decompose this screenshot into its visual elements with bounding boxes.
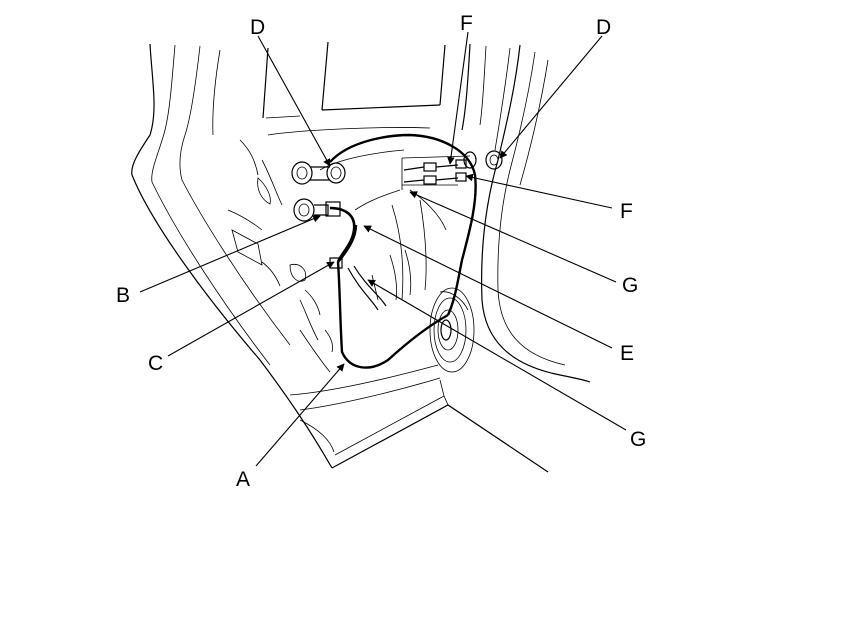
callout-g-upper: G <box>622 274 638 297</box>
callout-c: C <box>148 352 163 375</box>
wire-b-c <box>329 206 356 269</box>
callout-f-right: F <box>620 200 633 223</box>
callout-e: E <box>620 342 634 365</box>
connectors-f <box>403 159 467 185</box>
door-panel-outline <box>131 41 591 473</box>
callout-a: A <box>236 468 250 491</box>
leader-lines <box>139 31 627 467</box>
callout-b: B <box>116 284 130 307</box>
clip-d-left <box>291 161 346 185</box>
callout-f-top: F <box>460 12 473 35</box>
callout-d-right: D <box>596 16 611 39</box>
callout-g-lower: G <box>630 428 646 451</box>
callout-d-left: D <box>250 16 265 39</box>
